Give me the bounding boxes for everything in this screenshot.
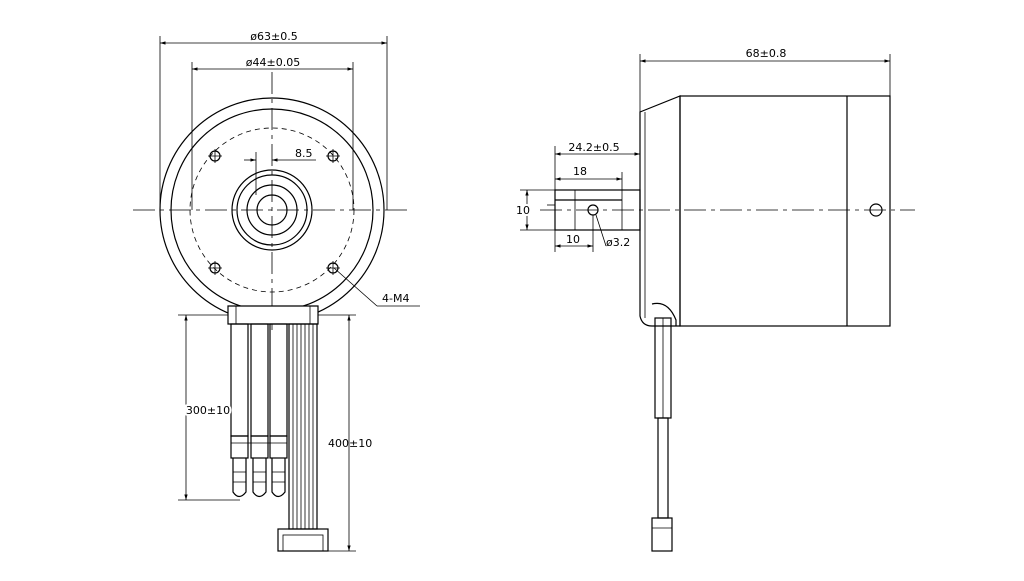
motor-body xyxy=(679,95,891,327)
label-shaft-length: 24.2±0.5 xyxy=(568,141,619,154)
label-outer-diameter: ø63±0.5 xyxy=(250,30,297,43)
sensor-connector xyxy=(277,528,329,552)
front-flange xyxy=(639,95,681,327)
side-view: 68±0.8 24.2±0.5 18 10 10 xyxy=(514,47,915,552)
label-short-lead: 300±10 xyxy=(186,404,230,417)
bearing-circle xyxy=(246,184,298,236)
hub-outer-circle xyxy=(231,169,313,251)
label-shaft-height: 10 xyxy=(516,204,530,217)
mounting-holes xyxy=(208,149,340,275)
side-cable xyxy=(651,302,677,552)
label-mounting-holes: 4-M4 xyxy=(382,292,409,305)
dim-pilot-diameter: ø44±0.05 xyxy=(191,56,354,210)
sensor-leads xyxy=(277,323,329,552)
label-flat-length: 18 xyxy=(573,165,587,178)
dim-short-lead: 300±10 xyxy=(178,314,240,501)
label-hole-distance: 10 xyxy=(566,233,580,246)
side-connector xyxy=(651,517,673,552)
label-body-length: 68±0.8 xyxy=(746,47,787,60)
label-hole-diameter: ø3.2 xyxy=(606,236,630,249)
hub-inner-circle xyxy=(236,174,308,246)
shaft xyxy=(547,189,641,231)
dim-shaft-length: 24.2±0.5 xyxy=(554,141,640,190)
shaft-circle xyxy=(256,194,288,226)
dim-long-lead: 400±10 xyxy=(318,314,372,552)
dim-body-length: 68±0.8 xyxy=(639,47,891,112)
leader-mounting-holes: 4-M4 xyxy=(333,267,420,307)
cable-exit-housing xyxy=(227,305,319,325)
dim-shaft-height: 10 xyxy=(514,189,555,231)
label-shaft-offset: 8.5 xyxy=(295,147,313,160)
dim-flat-length: 18 xyxy=(555,165,623,190)
front-view: ø63±0.5 ø44±0.05 8.5 4-M4 300±10 xyxy=(133,30,420,552)
dim-shaft-offset: 8.5 xyxy=(244,147,316,195)
phase-leads xyxy=(230,323,288,498)
dim-hole-distance: 10 xyxy=(554,215,594,252)
bolt-circle xyxy=(189,127,355,293)
dim-outer-diameter: ø63±0.5 xyxy=(159,30,388,210)
rear-vent-hole xyxy=(869,203,883,217)
label-long-lead: 400±10 xyxy=(328,437,372,450)
label-pilot-diameter: ø44±0.05 xyxy=(246,56,300,69)
leader-hole-diameter: ø3.2 xyxy=(595,214,630,249)
